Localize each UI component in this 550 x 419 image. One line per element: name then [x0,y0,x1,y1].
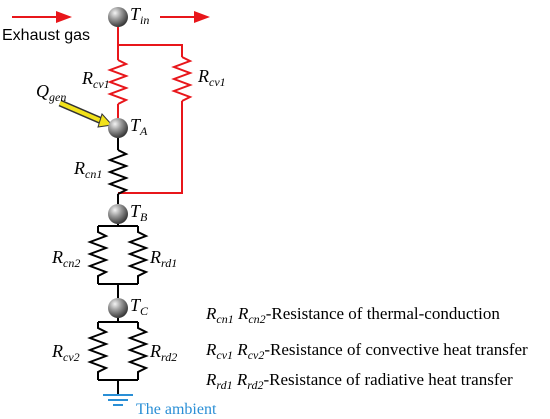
rcv1-right-label: Rcv1 [197,66,226,89]
t-in-label: Tin [130,4,149,27]
legend-row-radiation: Rrd1 Rrd2-Resistance of radiative heat t… [205,370,513,392]
rrd2-label: Rrd2 [149,341,177,364]
heat-generation-arrow [58,99,114,128]
inlet-arrow-head [56,11,72,23]
ambient-label: The ambient [136,401,217,418]
legend-row-convection: Rcv1 Rcv2-Resistance of convective heat … [205,340,528,362]
legend: Rcn1 Rcn2-Resistance of thermal-conducti… [205,304,528,392]
resistor-rcn1-zigzag [107,149,129,195]
resistor-rcv1-right-zigzag [171,56,193,102]
rcn1-label: Rcn1 [73,158,102,181]
t-a-label: TA [130,115,148,138]
exhaust-flow: Exhaust gas [2,11,210,44]
rrd1-label: Rrd1 [149,247,177,270]
ambient-ground [103,394,133,406]
heat-arrow-head [97,113,114,128]
resistor-rcv1-left-zigzag [107,59,129,105]
black-branch [87,138,149,394]
exhaust-gas-label: Exhaust gas [2,27,90,44]
node-t-b [108,204,128,224]
resistor-rrd1-zigzag [127,226,149,284]
t-c-label: TC [130,295,149,318]
node-t-c [108,298,128,318]
outlet-arrow-head [194,11,210,23]
resistor-rcv2-zigzag [87,322,109,380]
t-b-label: TB [130,201,148,224]
red-branch [107,27,193,194]
wire-right-return [118,101,183,194]
node-t-a [108,118,128,138]
rcv1-left-label: Rcv1 [81,68,110,91]
q-gen-label: Qgen [36,81,66,104]
rcv2-label: Rcv2 [51,341,80,364]
legend-row-conduction: Rcn1 Rcn2-Resistance of thermal-conducti… [205,304,500,326]
rcn2-label: Rcn2 [51,247,80,270]
wire-top-right [118,44,183,57]
resistor-rrd2-zigzag [127,322,149,380]
node-t-in [108,7,128,27]
resistor-rcn2-zigzag [87,226,109,284]
